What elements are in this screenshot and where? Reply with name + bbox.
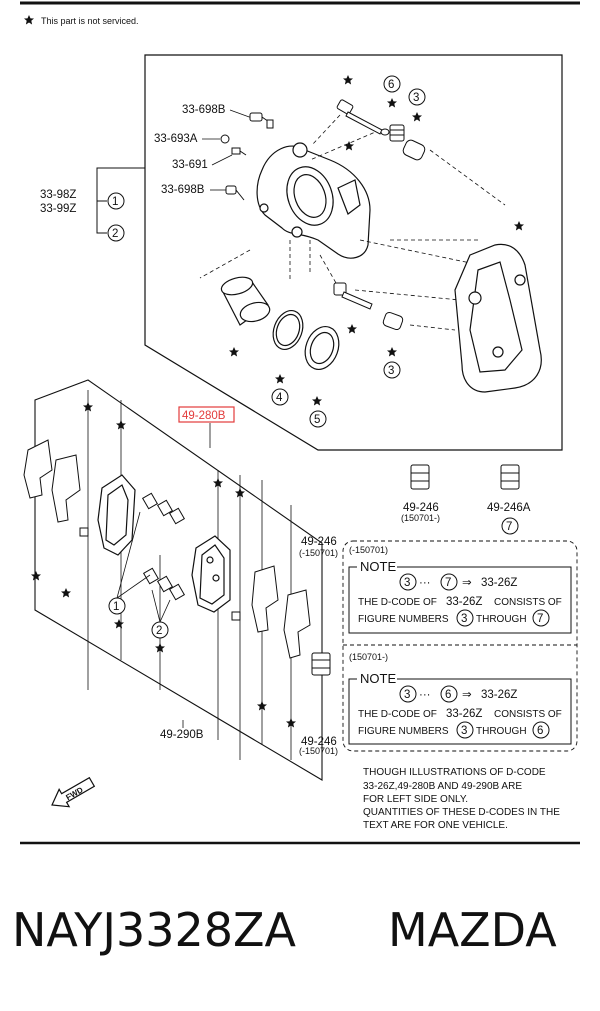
svg-text:···: ··· [419,577,431,589]
callout-5: 5 [314,414,320,426]
note2-line3a: FIGURE NUMBERS [358,726,449,737]
note1-line2a: THE D-CODE OF [358,597,437,608]
note1-line2code: 33-26Z [446,596,482,608]
footnote-line-2: 33-26Z,49-280B AND 49-290B ARE [363,781,522,792]
label-33-698b-top: 33-698B [182,104,226,116]
bleeder-screw-drawing [220,112,274,201]
caliper-body-drawing [256,142,371,259]
svg-text:7: 7 [537,613,543,625]
caliper-group-outline [144,54,563,451]
svg-text:⇒: ⇒ [462,689,472,701]
svg-text:⇒: ⇒ [462,577,472,589]
note1-to: 7 [445,577,451,589]
svg-text:6: 6 [537,725,543,737]
fwd-arrow-icon: FWD [51,776,96,808]
guide-pin-top-drawing [336,99,390,136]
callout-1-circle [107,192,125,210]
footnote-line-3: FOR LEFT SIDE ONLY. [363,794,468,805]
note1-heading: NOTE [360,559,396,574]
shim-right-drawing [231,565,311,659]
note1-from: 3 [404,577,410,589]
brake-pad-inner-drawing [97,474,136,556]
callout-2: 2 [112,228,118,240]
note1-line3a: FIGURE NUMBERS [358,614,449,625]
callout-3-top: 3 [413,92,419,104]
callout-6-top: 6 [388,79,394,91]
footnote-line-4: QUANTITIES OF THESE D-CODES IN THE [363,807,560,818]
note1-line3b: THROUGH [476,614,527,625]
note2-line2code: 33-26Z [446,708,482,720]
callout-7-circle [501,517,519,535]
note2-period: (150701-) [349,652,388,662]
callout-1: 1 [112,196,118,208]
label-49-246-date: (150701-) [401,513,440,523]
callout-2-circle [107,224,125,242]
footnote-line-1: THOUGH ILLUSTRATIONS OF D-CODE [363,767,546,778]
note2-line2b: CONSISTS OF [494,709,562,720]
label-49-246-r2-date: (-150701) [299,746,338,756]
note2-heading: NOTE [360,671,396,686]
label-33-98z: 33-98Z [40,189,76,201]
shim-left-drawing [23,439,89,537]
callout-6-top-circle [383,75,401,93]
brand-name: MAZDA [388,903,557,957]
part-caption: NAYJ3328ZA MAZDA [0,895,600,975]
callout-5-circle [309,410,327,428]
callout-7: 7 [506,521,512,533]
star-icon [24,15,34,25]
note2-to: 6 [445,689,451,701]
label-49-246a: 49-246A [487,502,531,514]
svg-text:3: 3 [461,725,467,737]
callout-3-mid: 3 [388,365,394,377]
part-number: NAYJ3328ZA [12,903,297,957]
label-49-246-r2: 49-246 [301,736,337,748]
label-33-693a: 33-693A [154,133,198,145]
footnote-line-5: TEXT ARE FOR ONE VEHICLE. [363,820,508,831]
pad-kit-outline [34,379,323,781]
label-49-280b-highlight [178,406,235,423]
label-33-698b-mid: 33-698B [161,184,205,196]
wear-indicator-drawing [311,652,331,676]
note1-period: (-150701) [349,545,388,555]
callout-4: 4 [276,392,283,404]
callout-1-pad: 1 [113,601,119,613]
mounting-bracket-drawing [454,243,542,393]
label-49-246-r1-date: (-150701) [299,548,338,558]
label-33-99z: 33-99Z [40,203,76,215]
brake-pad-outer-drawing [191,535,231,613]
piston-drawing [220,276,340,370]
note1-line2b: CONSISTS OF [494,597,562,608]
note2-line3b: THROUGH [476,726,527,737]
pad-clips-drawing [141,492,186,601]
callout-2-pad-circle [151,621,169,639]
note2-line2a: THE D-CODE OF [358,709,437,720]
label-49-290b: 49-290B [160,729,204,741]
note2-from: 3 [404,689,410,701]
callout-4-circle [271,388,289,406]
callout-2-pad: 2 [156,625,162,637]
callout-3-top-circle [408,88,426,106]
label-49-246-r1: 49-246 [301,536,337,548]
note1-arrow-code: 33-26Z [481,577,517,589]
callout-1-pad-circle [108,597,126,615]
callout-3-mid-circle [383,361,401,379]
label-49-280b: 49-280B [182,410,226,422]
label-33-691: 33-691 [172,159,208,171]
note2-arrow-code: 33-26Z [481,689,517,701]
svg-text:···: ··· [419,689,431,701]
label-49-246: 49-246 [403,502,439,514]
svg-text:3: 3 [461,613,467,625]
notes-outline [342,540,578,752]
not-serviced-note: This part is not serviced. [41,16,139,26]
